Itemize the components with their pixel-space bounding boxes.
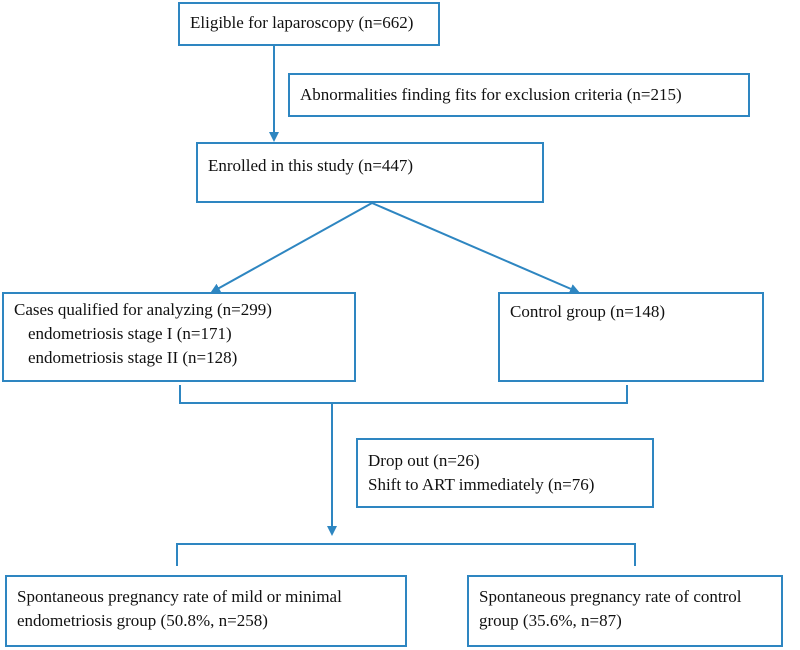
control-box: Control group (n=148) <box>498 292 764 382</box>
merge-bracket <box>179 385 628 404</box>
qualified-box: Cases qualified for analyzing (n=299) en… <box>2 292 356 382</box>
control-rate-line-1: Spontaneous pregnancy rate of control <box>479 587 742 606</box>
arrow-enrolled-to-control <box>371 202 580 294</box>
dropout-box: Drop out (n=26) Shift to ART immediately… <box>356 438 654 508</box>
arrow-enrolled-to-qualified <box>210 202 373 293</box>
enrolled-box: Enrolled in this study (n=447) <box>196 142 544 203</box>
dropout-line-2: Shift to ART immediately (n=76) <box>368 475 595 494</box>
mild-rate-box: Spontaneous pregnancy rate of mild or mi… <box>5 575 407 647</box>
control-text: Control group (n=148) <box>510 302 666 321</box>
mild-rate-line-1: Spontaneous pregnancy rate of mild or mi… <box>17 587 342 606</box>
exclusion-box: Abnormalities finding fits for exclusion… <box>288 73 750 117</box>
eligible-box: Eligible for laparoscopy (n=662) <box>178 2 440 46</box>
split-bracket <box>176 543 636 566</box>
dropout-line-1: Drop out (n=26) <box>368 451 480 470</box>
qualified-stage-2: endometriosis stage II (n=128) <box>28 348 238 367</box>
mild-rate-line-2: endometriosis group (50.8%, n=258) <box>17 611 268 630</box>
qualified-stage-1: endometriosis stage I (n=171) <box>28 324 232 343</box>
enrolled-text: Enrolled in this study (n=447) <box>208 156 414 175</box>
control-rate-box: Spontaneous pregnancy rate of control gr… <box>467 575 783 647</box>
qualified-title: Cases qualified for analyzing (n=299) <box>14 300 272 319</box>
control-rate-line-2: group (35.6%, n=87) <box>479 611 622 630</box>
exclusion-text: Abnormalities finding fits for exclusion… <box>300 85 682 104</box>
eligible-text: Eligible for laparoscopy (n=662) <box>190 13 414 32</box>
